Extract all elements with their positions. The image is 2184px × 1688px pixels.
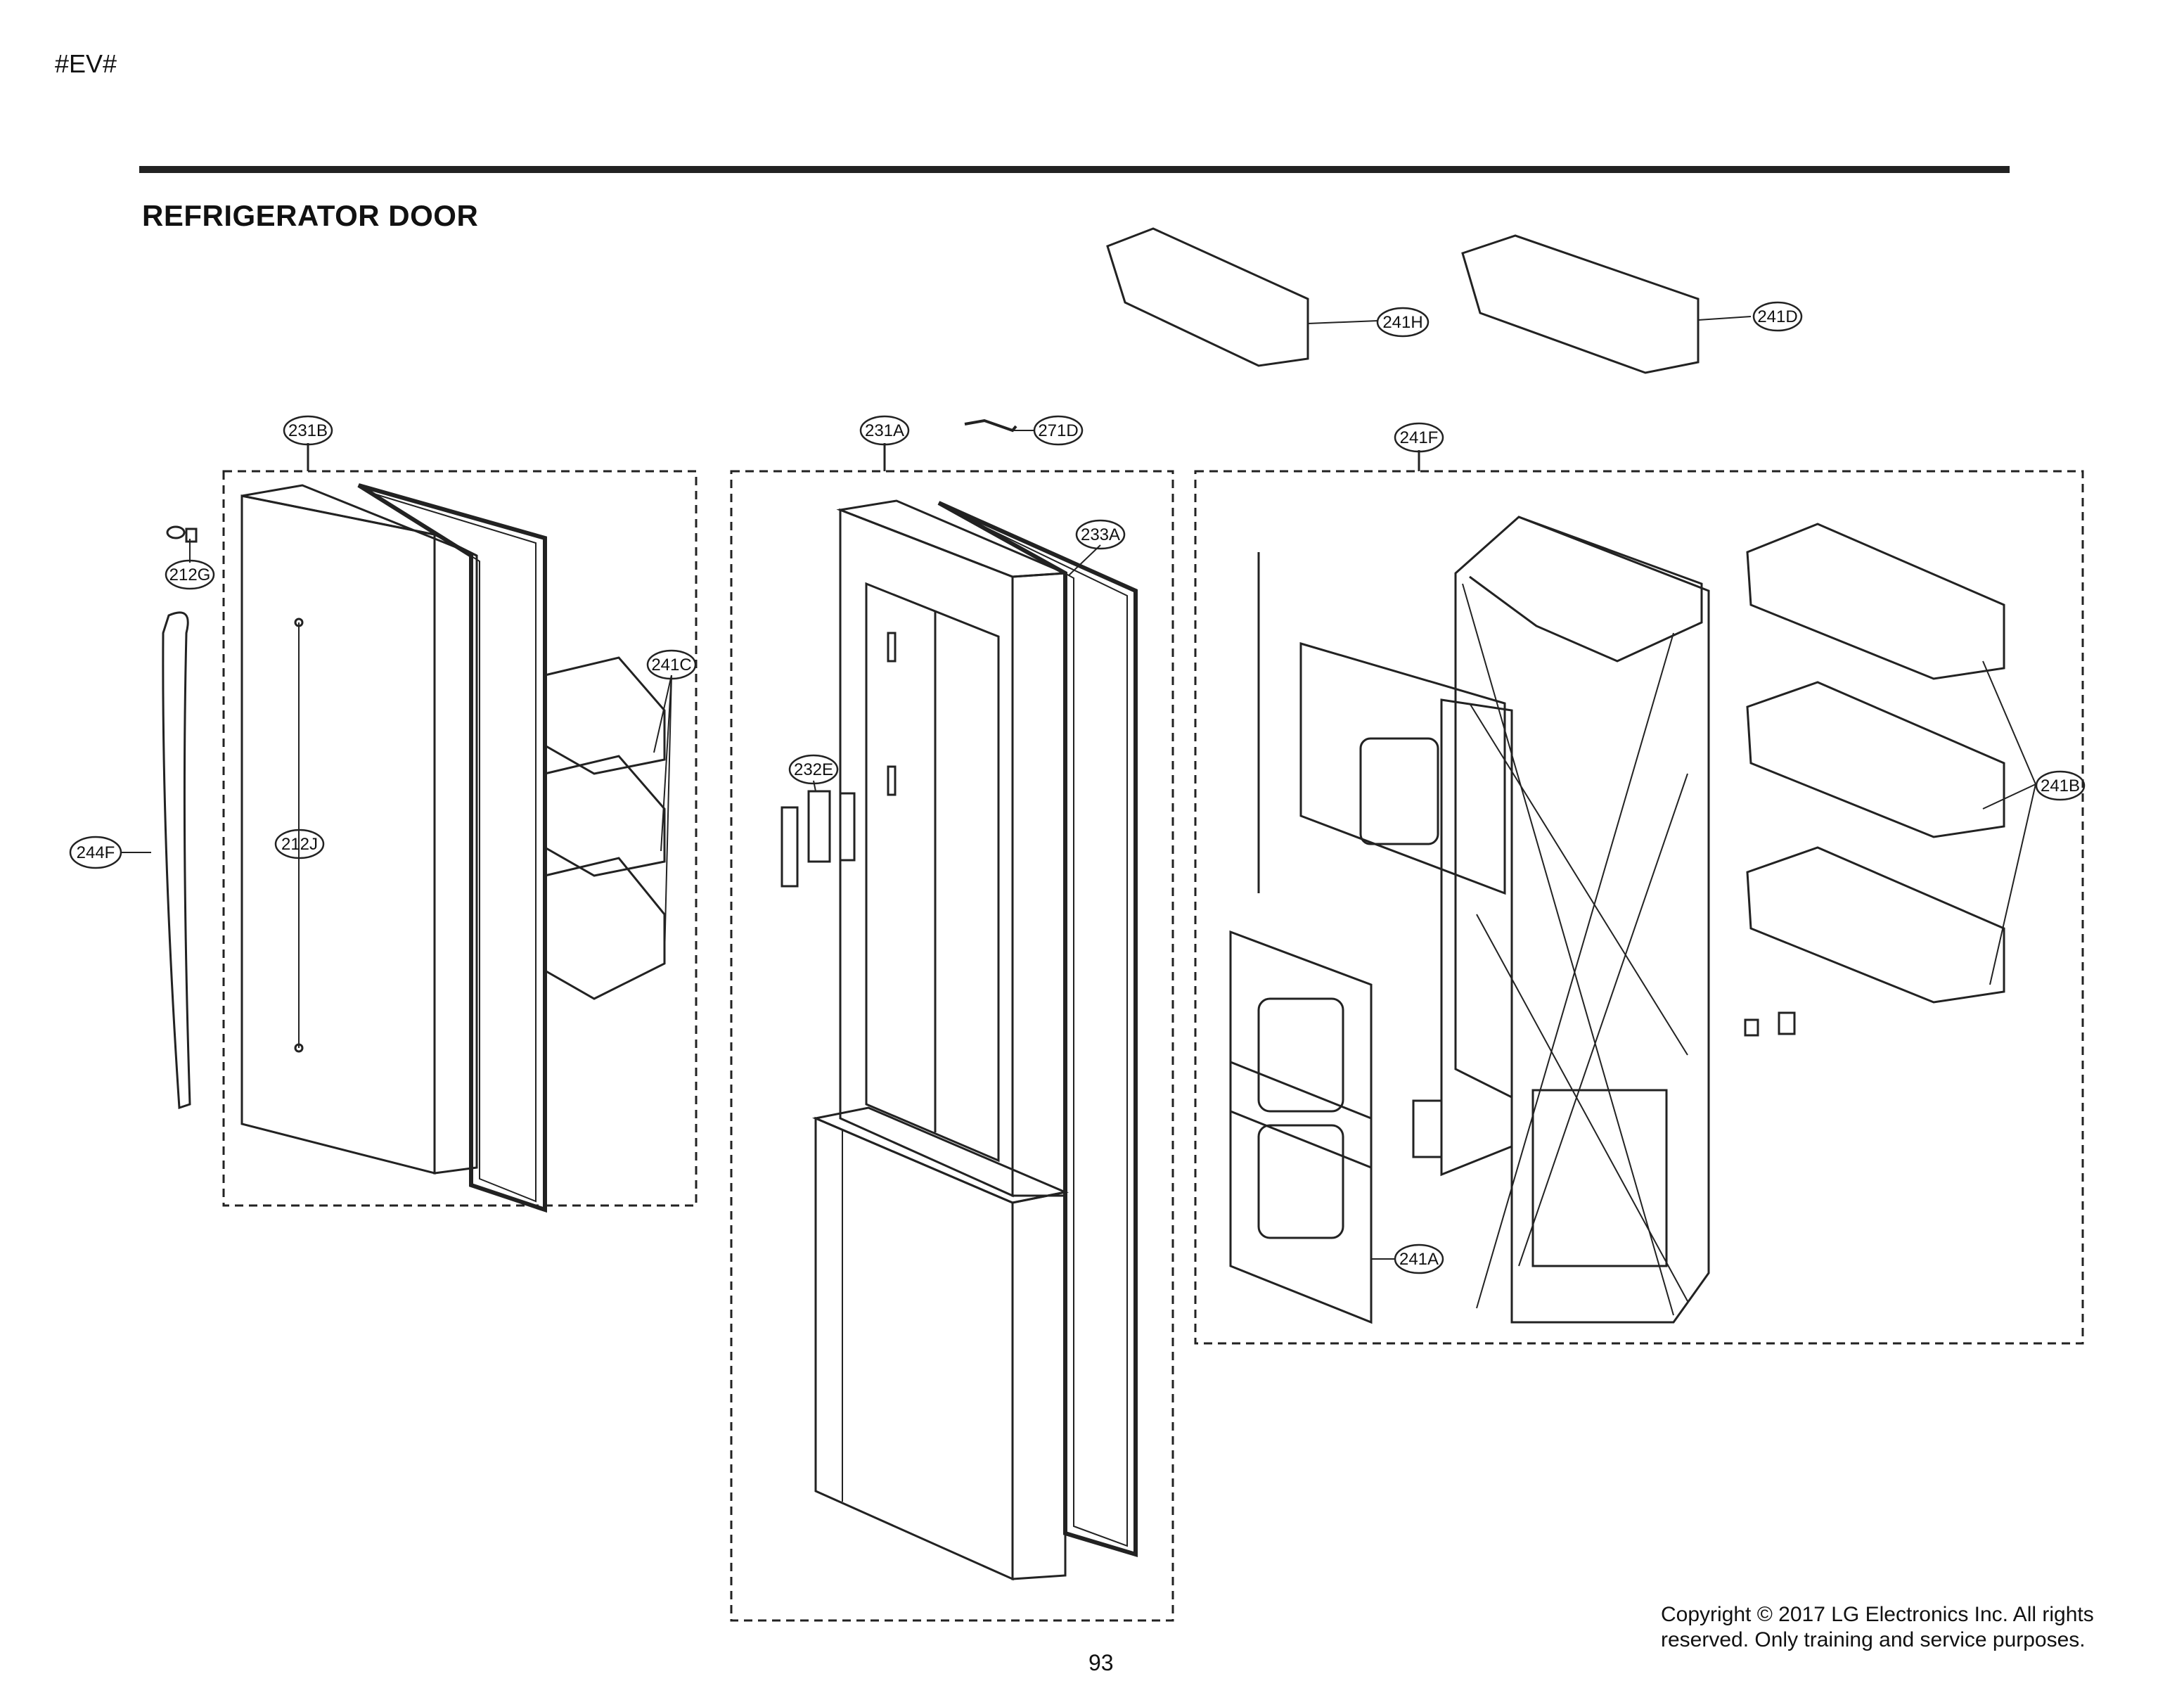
callout-241F: [1394, 422, 1444, 453]
middle-upper-door: [836, 499, 1067, 1198]
copyright-line-2: reserved. Only training and service purp…: [1661, 1628, 2086, 1651]
callout-231B-label: 231B: [288, 421, 328, 440]
callout-244F: [69, 836, 122, 869]
callout-241C: [646, 649, 697, 680]
left-door-gasket: [357, 483, 547, 1213]
callout-212G: [165, 559, 215, 590]
callout-233A: [1075, 519, 1126, 550]
right-door-cover-panel: [1257, 552, 1506, 895]
callout-241H: [1376, 307, 1430, 338]
callout-241C-label: 241C: [651, 656, 691, 674]
copyright-notice: Copyright © 2017 LG Electronics Inc. All…: [1661, 1602, 2153, 1653]
right-door-trim: [1440, 698, 1513, 1177]
callout-212J-label: 212J: [281, 835, 318, 854]
callout-231B: [283, 415, 333, 446]
left-door-handle: [162, 611, 191, 1110]
callout-241A: [1394, 1243, 1444, 1274]
group-241F-box: [1194, 470, 2084, 1345]
callout-244F-label: 244F: [77, 843, 115, 862]
middle-door-gasket: [937, 501, 1138, 1558]
callout-232E: [788, 754, 839, 785]
lower-cover-panel: [1229, 930, 1443, 1324]
callout-233A-label: 233A: [1081, 525, 1120, 544]
callout-212J: [274, 829, 325, 859]
callout-241B: [2035, 770, 2086, 801]
callout-241A-label: 241A: [1399, 1250, 1439, 1269]
right-door-liner: [1454, 516, 1710, 1324]
page-number: 93: [1088, 1650, 1114, 1675]
callout-241F-label: 241F: [1400, 428, 1439, 447]
model-code: #EV#: [55, 49, 117, 78]
header-rule: [139, 166, 2010, 173]
top-door-bins: [1106, 227, 1700, 374]
callout-271D: [1033, 415, 1084, 446]
middle-lower-door: [811, 1106, 1069, 1581]
callout-271D-label: 271D: [1038, 421, 1078, 440]
hinge-bracket: [964, 418, 1017, 433]
callout-231A-label: 231A: [865, 421, 904, 440]
right-door-bins: [1744, 523, 2005, 1037]
group-231B-box: [222, 470, 698, 1207]
group-231A-box: [730, 470, 1174, 1622]
callout-232E-label: 232E: [794, 760, 833, 779]
callout-241H-label: 241H: [1382, 313, 1422, 332]
page-title: REFRIGERATOR DOOR: [142, 199, 479, 232]
left-door-bins: [544, 656, 666, 1000]
callout-241D: [1752, 301, 1803, 332]
callout-231A: [859, 415, 910, 446]
copyright-line-1: Copyright © 2017 LG Electronics Inc. All…: [1661, 1603, 2094, 1626]
callout-212G-label: 212G: [169, 565, 211, 584]
dispenser-module: [781, 790, 856, 888]
left-door-panel: [240, 484, 478, 1175]
callout-241B-label: 241B: [2041, 776, 2080, 795]
hinge-cap: [166, 525, 186, 539]
callout-241D-label: 241D: [1757, 307, 1797, 326]
